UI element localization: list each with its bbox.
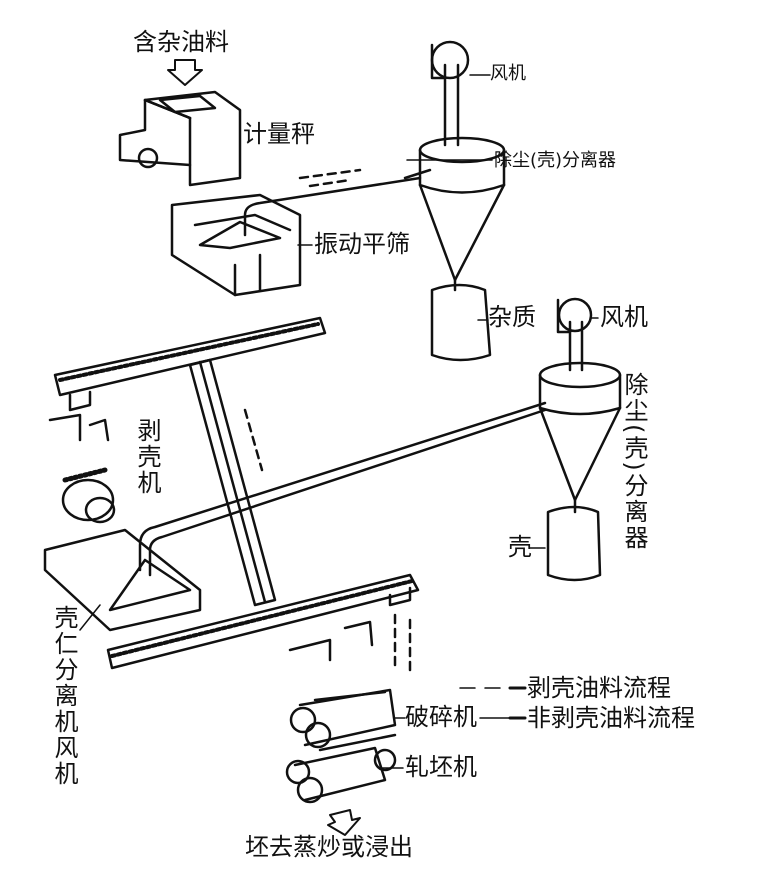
shell-label: 壳 bbox=[508, 533, 532, 561]
flaker bbox=[285, 746, 397, 804]
legend-dashed-label: 剥壳油料流程 bbox=[527, 674, 671, 702]
fan-2-label: 风机 bbox=[600, 303, 648, 331]
sheller-machine bbox=[48, 413, 116, 524]
impurities-label: 杂质 bbox=[488, 303, 536, 331]
cyclone-separator-1 bbox=[403, 40, 506, 292]
separator-fan-label: 壳仁分离机风机 bbox=[50, 605, 78, 787]
weigher-machine bbox=[118, 90, 242, 187]
support-beam bbox=[188, 358, 277, 607]
crusher bbox=[289, 688, 397, 752]
dashed-flow-line bbox=[298, 168, 362, 188]
weigher-label: 计量秤 bbox=[243, 120, 315, 148]
cyclone-2-label: 除尘(壳)分离器 bbox=[620, 372, 648, 551]
lower-conveyor bbox=[106, 573, 420, 670]
fan-1-label: 风机 bbox=[490, 63, 526, 84]
legend-solid-label: 非剥壳油料流程 bbox=[527, 704, 695, 732]
impurity-bag bbox=[430, 283, 492, 362]
shell-bag bbox=[546, 505, 602, 582]
dashed-flow-line bbox=[393, 613, 412, 672]
crusher-label: 破碎机 bbox=[405, 703, 477, 731]
input-arrow-icon bbox=[167, 59, 203, 86]
output-label: 坯去蒸炒或浸出 bbox=[245, 833, 413, 861]
input-material-label: 含杂油料 bbox=[133, 28, 229, 56]
dashed-flow-line bbox=[243, 408, 264, 472]
shell-kernel-separator bbox=[43, 401, 547, 632]
cyclone-1-label: 除尘(壳)分离器 bbox=[494, 150, 617, 171]
hopper-outlet bbox=[288, 620, 374, 662]
upper-conveyor bbox=[53, 316, 327, 412]
vibrating-screen-label: 振动平筛 bbox=[314, 230, 410, 258]
output-arrow-icon bbox=[327, 809, 361, 836]
flaker-label: 轧坯机 bbox=[405, 753, 477, 781]
cyclone-separator-2 bbox=[538, 297, 622, 514]
sheller-label: 剥壳机 bbox=[133, 418, 161, 496]
vibrating-screen bbox=[170, 176, 422, 297]
